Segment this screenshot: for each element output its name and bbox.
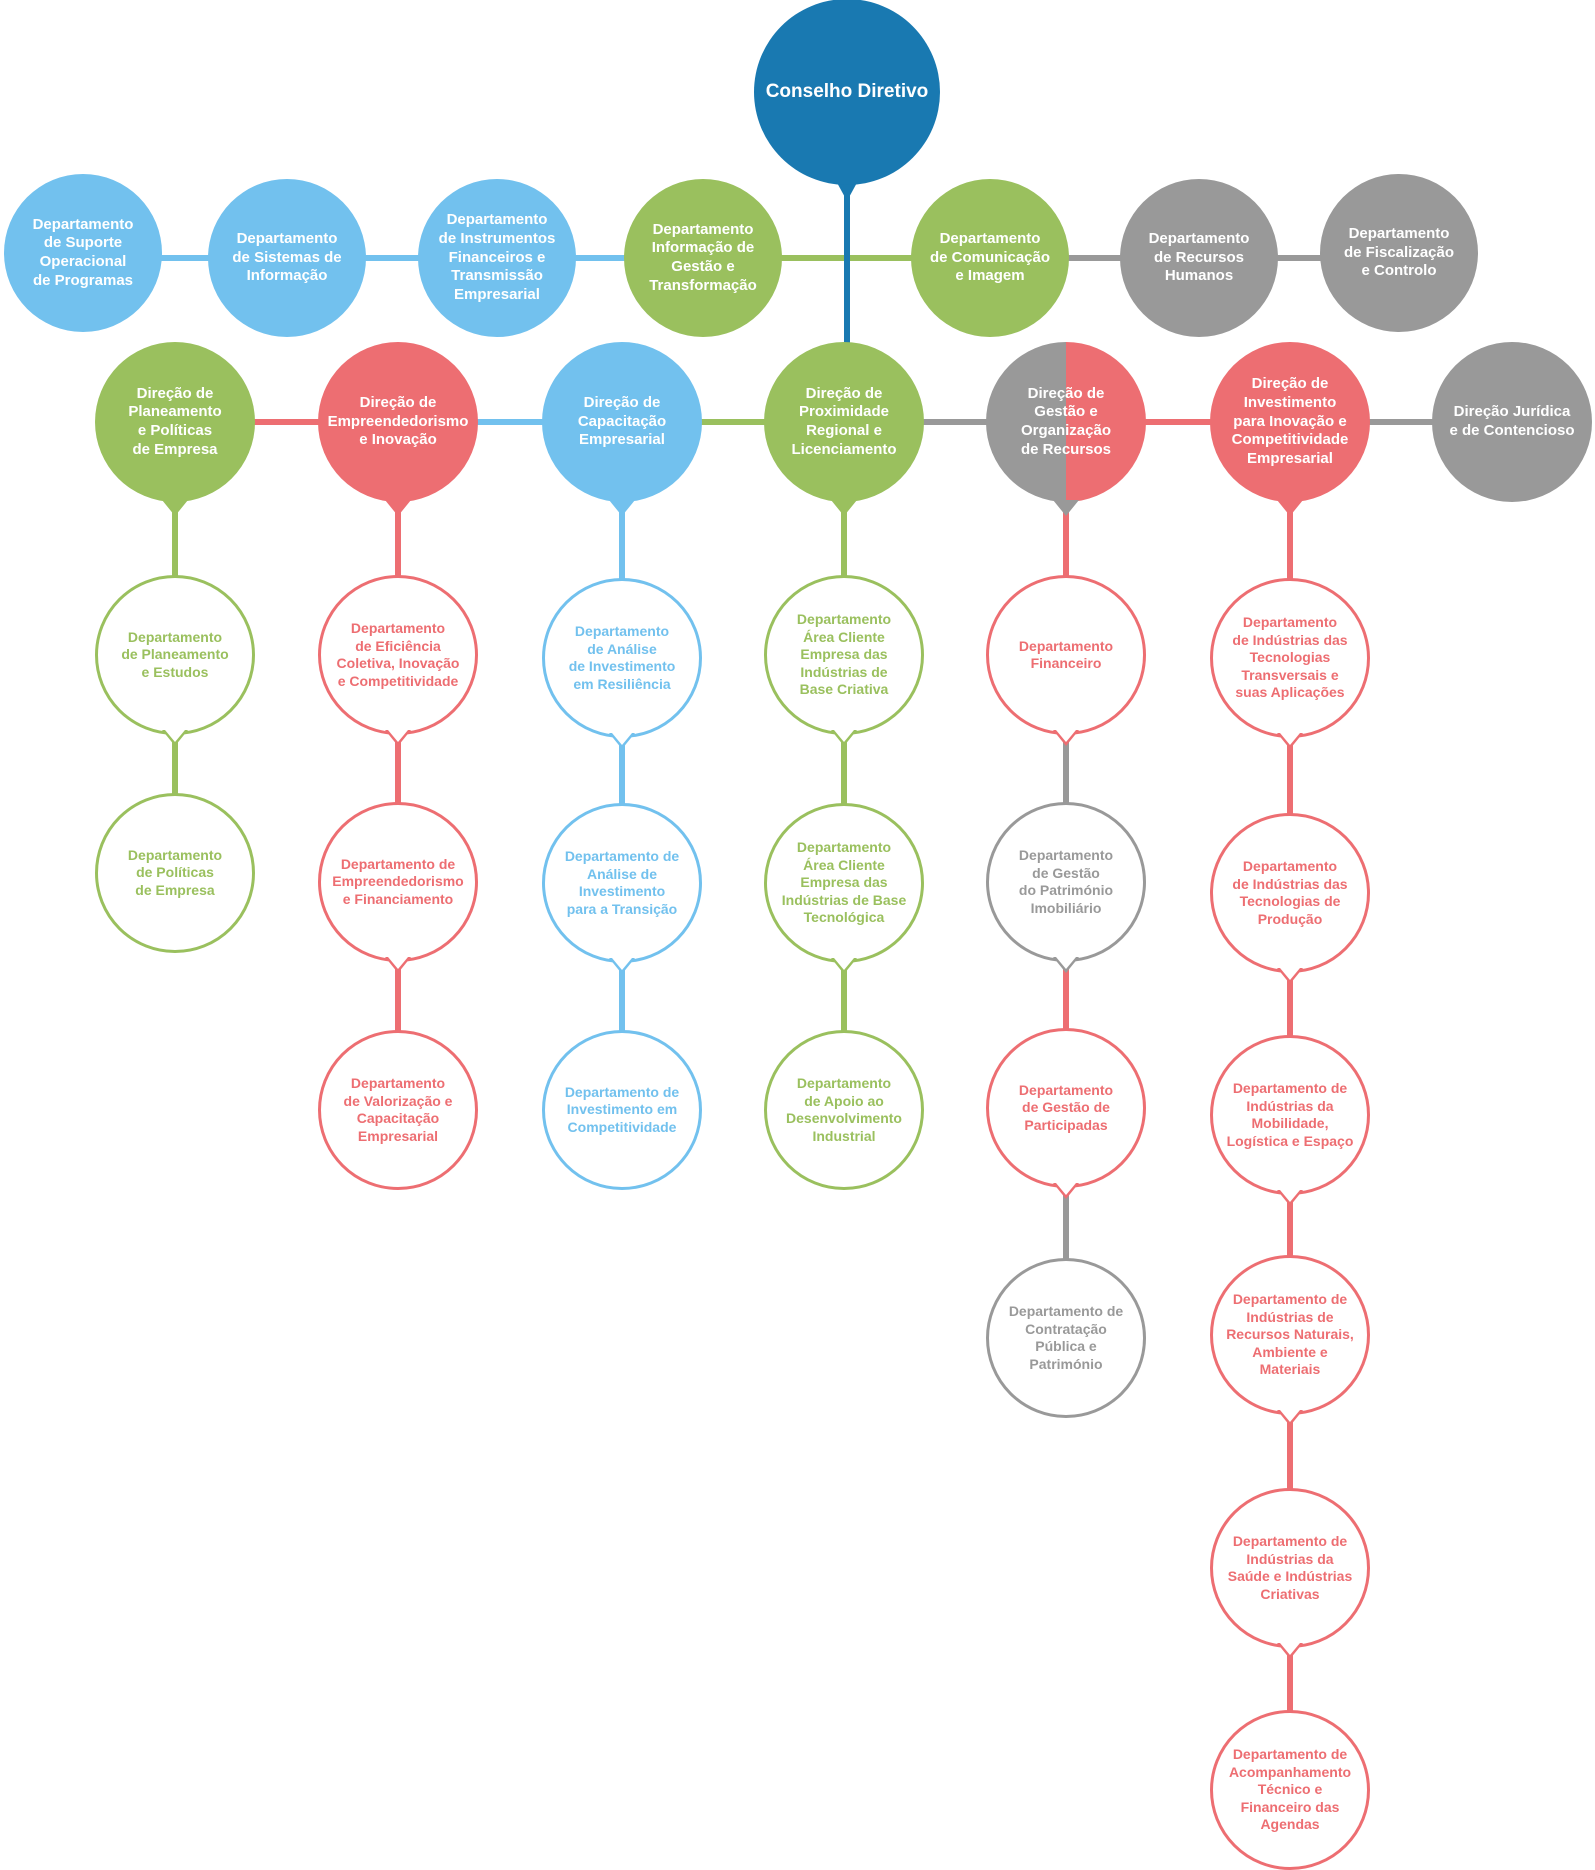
node-departamento-de-comunicacao-e-imagem: Departamento de Comunicação e Imagem [911,179,1069,337]
node-label: Direção Jurídica e de Contencioso [1449,403,1575,439]
node-departamento-area-cliente-empresa-das-industrias-de-base-tec: Departamento Área Cliente Empresa das In… [764,803,924,963]
node-label: Departamento de Gestão de Participadas [1018,1081,1114,1133]
node-label: Departamento de Análise de Investimento … [568,623,676,692]
node-label: Departamento de Políticas de Empresa [127,846,223,898]
node-departamento-de-industrias-da-mobilidade-logistica-e-espaco: Departamento de Indústrias da Mobilidade… [1210,1035,1370,1195]
node-label: Direção de Capacitação Empresarial [577,393,667,449]
node-label: Departamento de Suporte Operacional de P… [32,215,134,289]
node-label: Departamento de Sistemas de Informação [232,229,342,285]
node-label: Departamento de Apoio ao Desenvolvimento… [786,1075,902,1144]
node-direcao-de-proximidade-regional-e-licenciamento: Direção de Proximidade Regional e Licenc… [764,342,924,502]
node-label: Departamento Financeiro [1018,637,1114,672]
node-direcao-de-empreendedorismo-e-inovacao: Direção de Empreendedorismo e Inovação [318,342,478,502]
node-direcao-de-gestao-e-organizacao-de-recursos: Direção de Gestão e Organização de Recur… [986,342,1146,502]
node-label: Direção de Investimento para Inovação e … [1231,375,1349,468]
node-departamento-de-empreendedorismo-e-financiamento: Departamento de Empreendedorismo e Finan… [318,802,478,962]
node-label: Departamento de Indústrias da Saúde e In… [1227,1533,1353,1602]
node-label: Departamento de Investimento em Competit… [564,1083,680,1135]
node-label: Departamento Área Cliente Empresa das In… [781,839,907,926]
node-label: Departamento de Análise de Investimento … [564,848,680,917]
node-direcao-de-planeamento-e-politicas-de-empresa: Direção de Planeamento e Políticas de Em… [95,342,255,502]
node-departamento-de-planeamento-e-estudos: Departamento de Planeamento e Estudos [95,575,255,735]
node-label: Departamento Informação de Gestão e Tran… [649,220,757,294]
node-label: Conselho Diretivo [765,81,929,103]
node-departamento-de-analise-de-investimento-para-a-transicao: Departamento de Análise de Investimento … [542,803,702,963]
node-departamento-de-gestao-do-patrimonio-imobiliario: Departamento de Gestão do Património Imo… [986,802,1146,962]
node-departamento-de-industrias-da-saude-e-industrias-criativas: Departamento de Indústrias da Saúde e In… [1210,1488,1370,1648]
node-label: Departamento de Indústrias da Mobilidade… [1226,1080,1354,1149]
node-label: Departamento de Valorização e Capacitaçã… [343,1075,453,1144]
node-direcao-de-investimento-para-inovacao-e-competitividade-empr: Direção de Investimento para Inovação e … [1210,342,1370,502]
node-departamento-de-instrumentos-financeiros-e-transmissao-empre: Departamento de Instrumentos Financeiros… [418,179,576,337]
node-label: Departamento de Indústrias das Tecnologi… [1232,858,1348,927]
node-departamento-de-apoio-ao-desenvolvimento-industrial: Departamento de Apoio ao Desenvolvimento… [764,1030,924,1190]
node-departamento-de-suporte-operacional-de-programas: Departamento de Suporte Operacional de P… [4,174,162,332]
node-label: Departamento de Gestão do Património Imo… [1018,847,1114,916]
node-direcao-de-capacitacao-empresarial: Direção de Capacitação Empresarial [542,342,702,502]
node-label: Departamento de Eficiência Coletiva, Ino… [336,620,460,689]
node-label: Direção de Gestão e Organização de Recur… [1020,384,1112,458]
node-departamento-financeiro: Departamento Financeiro [986,575,1146,735]
node-departamento-de-fiscalizacao-e-controlo: Departamento de Fiscalização e Controlo [1320,174,1478,332]
node-label: Departamento de Contratação Pública e Pa… [1008,1303,1124,1372]
node-label: Departamento de Indústrias de Recursos N… [1226,1291,1354,1378]
node-label: Departamento de Instrumentos Financeiros… [438,211,556,304]
node-label: Departamento de Recursos Humanos [1148,229,1250,285]
node-label: Departamento de Planeamento e Estudos [121,628,229,680]
node-label: Departamento de Fiscalização e Controlo [1343,224,1455,280]
node-departamento-de-industrias-de-recursos-naturais-ambiente-e-m: Departamento de Indústrias de Recursos N… [1210,1255,1370,1415]
node-departamento-de-acompanhamento-tecnico-e-financeiro-das-agen: Departamento de Acompanhamento Técnico e… [1210,1710,1370,1870]
node-label: Direção de Proximidade Regional e Licenc… [791,384,897,458]
node-label: Departamento de Empreendedorismo e Finan… [332,855,464,907]
node-departamento-de-politicas-de-empresa: Departamento de Políticas de Empresa [95,793,255,953]
node-departamento-de-analise-de-investimento-em-resiliencia: Departamento de Análise de Investimento … [542,578,702,738]
node-departamento-de-gestao-de-participadas: Departamento de Gestão de Participadas [986,1028,1146,1188]
node-direcao-juridica-e-de-contencioso: Direção Jurídica e de Contencioso [1432,342,1592,502]
node-conselho-diretivo: Conselho Diretivo [754,0,940,185]
node-label: Departamento de Comunicação e Imagem [929,229,1051,285]
node-label: Direção de Planeamento e Políticas de Em… [128,384,222,458]
node-departamento-de-sistemas-de-informacao: Departamento de Sistemas de Informação [208,179,366,337]
node-departamento-de-industrias-das-tecnologias-de-producao: Departamento de Indústrias das Tecnologi… [1210,813,1370,973]
node-departamento-de-recursos-humanos: Departamento de Recursos Humanos [1120,179,1278,337]
node-departamento-de-eficiencia-coletiva-inovacao-e-competitivida: Departamento de Eficiência Coletiva, Ino… [318,575,478,735]
node-departamento-informacao-de-gestao-e-transformacao: Departamento Informação de Gestão e Tran… [624,179,782,337]
node-label: Departamento Área Cliente Empresa das In… [796,611,892,698]
node-departamento-de-contratacao-publica-e-patrimonio: Departamento de Contratação Pública e Pa… [986,1258,1146,1418]
node-label: Departamento de Acompanhamento Técnico e… [1228,1746,1352,1833]
node-departamento-de-valorizacao-e-capacitacao-empresarial: Departamento de Valorização e Capacitaçã… [318,1030,478,1190]
node-departamento-de-industrias-das-tecnologias-transversais-e-su: Departamento de Indústrias das Tecnologi… [1210,578,1370,738]
node-label: Direção de Empreendedorismo e Inovação [327,393,469,449]
node-label: Departamento de Indústrias das Tecnologi… [1232,614,1348,701]
node-departamento-de-investimento-em-competitividade: Departamento de Investimento em Competit… [542,1030,702,1190]
node-departamento-area-cliente-empresa-das-industrias-de-base-cri: Departamento Área Cliente Empresa das In… [764,575,924,735]
